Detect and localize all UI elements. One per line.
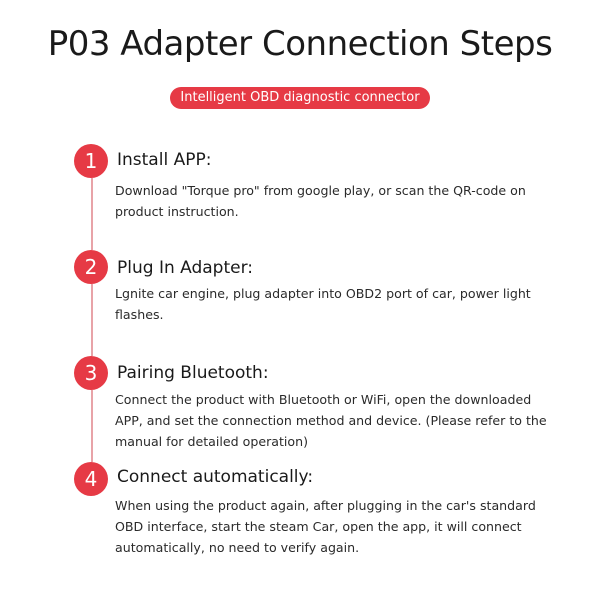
timeline-connector [91,390,93,462]
step-title: Plug In Adapter: [117,258,254,278]
timeline-connector [91,178,93,250]
page-title: P03 Adapter Connection Steps [47,24,553,64]
step-number-badge: 1 [74,144,108,178]
subtitle-badge: Intelligent OBD diagnostic connector [170,87,430,109]
step-title: Pairing Bluetooth: [117,363,269,383]
timeline-connector [91,284,93,356]
step-description: Lgnite car engine, plug adapter into OBD… [115,286,531,322]
step-description: Connect the product with Bluetooth or Wi… [115,392,547,449]
step-number-badge: 3 [74,356,108,390]
step-description: Download "Torque pro" from google play, … [115,183,526,219]
step-number-badge: 4 [74,462,108,496]
step-title: Connect automatically: [117,467,314,487]
step-description: When using the product again, after plug… [115,498,536,555]
step-number-badge: 2 [74,250,108,284]
step-title: Install APP: [117,150,212,170]
